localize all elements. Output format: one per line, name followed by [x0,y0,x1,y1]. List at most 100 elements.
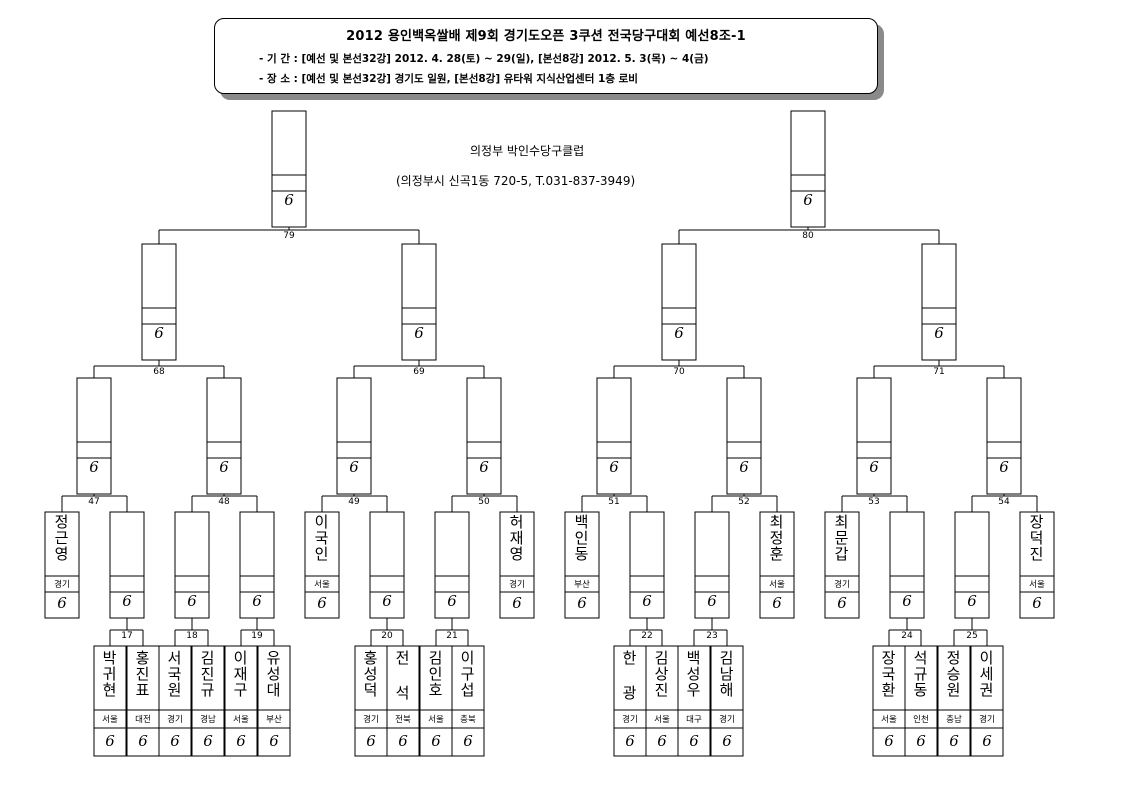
match-number: 69 [413,367,425,377]
score-mark: 6 [982,732,992,750]
match-number: 19 [251,631,263,641]
first-round-player-slot [677,645,711,757]
player-name: 이국인 [312,514,330,562]
first-round-player-slot [645,645,679,757]
score-mark: 6 [902,592,912,610]
match-number: 21 [446,631,458,641]
seeded-player-slot [564,511,600,619]
player-region: 경기 [363,715,379,725]
first-round-player-slot [710,645,744,757]
winner-slot [206,377,242,495]
player-region: 서울 [1029,580,1045,590]
match-number: 71 [933,367,945,377]
score-mark: 6 [398,732,408,750]
player-region: 경기 [167,715,183,725]
first-round-player-slot [872,645,906,757]
match-number: 68 [153,367,165,377]
winner-slot [694,511,730,619]
score-mark: 6 [884,732,894,750]
match-number: 54 [998,497,1010,507]
header-box: 2012 용인백옥쌀배 제9회 경기도오픈 3쿠션 전국당구대회 예선8조-1 … [214,18,878,94]
player-name: 장덕진 [1027,514,1045,562]
match-number: 49 [348,497,360,507]
player-region: 경기 [719,715,735,725]
score-mark: 6 [154,324,164,342]
score-mark: 6 [967,592,977,610]
match-number: 24 [901,631,913,641]
player-name: 박귀현 [100,650,118,698]
first-round-player-slot [386,645,420,757]
score-mark: 6 [414,324,424,342]
seeded-player-slot [304,511,340,619]
seeded-player-slot [1019,511,1055,619]
player-region: 전북 [395,715,411,725]
player-region: 서울 [102,715,118,725]
score-mark: 6 [382,592,392,610]
player-name: 김남해 [717,650,735,698]
seeded-player-slot [44,511,80,619]
player-name: 김진규 [198,650,216,698]
first-round-player-slot [158,645,192,757]
winner-slot [141,243,177,361]
player-region: 서울 [428,715,444,725]
player-region: 경기 [834,580,850,590]
player-region: 부산 [574,580,590,590]
score-mark: 6 [999,458,1009,476]
score-mark: 6 [187,592,197,610]
score-mark: 6 [317,594,327,612]
player-name: 장국환 [879,650,897,698]
player-region: 대구 [686,715,702,725]
player-name: 최정훈 [767,514,785,562]
score-mark: 6 [105,732,115,750]
match-number: 18 [186,631,198,641]
winner-slot [369,511,405,619]
player-region: 경남 [200,715,216,725]
winner-slot [466,377,502,495]
score-mark: 6 [170,732,180,750]
first-round-player-slot [126,645,160,757]
player-region: 서울 [314,580,330,590]
score-mark: 6 [138,732,148,750]
match-number: 22 [641,631,653,641]
player-region: 경기 [509,580,525,590]
player-region: 경기 [54,580,70,590]
player-region: 경기 [979,715,995,725]
player-name: 홍성덕 [361,650,379,698]
tournament-period: - 기 간 : [예선 및 본선32강] 2012. 4. 28(토) ~ 29… [259,53,709,65]
winner-slot [239,511,275,619]
winner-slot [661,243,697,361]
player-name: 허재영 [507,514,525,562]
player-name: 백인동 [572,514,590,562]
player-name: 이재구 [231,650,249,698]
winner-slot [726,377,762,495]
match-number: 53 [868,497,880,507]
winner-slot [76,377,112,495]
player-region: 충남 [946,715,962,725]
score-mark: 6 [934,324,944,342]
first-round-player-slot [904,645,938,757]
score-mark: 6 [512,594,522,612]
player-name: 석규동 [911,650,929,698]
player-name: 김인호 [426,650,444,698]
match-number: 48 [218,497,230,507]
player-name: 최문갑 [832,514,850,562]
first-round-player-slot [354,645,388,757]
score-mark: 6 [479,458,489,476]
player-name: 전 석 [393,650,411,701]
player-region: 인천 [913,715,929,725]
winner-slot [109,511,145,619]
player-name: 김상진 [652,650,670,698]
winner-slot [856,377,892,495]
player-region: 부산 [266,715,282,725]
seeded-player-slot [499,511,535,619]
match-number: 80 [802,231,814,241]
score-mark: 6 [252,592,262,610]
score-mark: 6 [366,732,376,750]
score-mark: 6 [269,732,279,750]
club-name: 의정부 박인수당구클럽 [470,144,585,158]
score-mark: 6 [674,324,684,342]
score-mark: 6 [236,732,246,750]
match-number: 25 [966,631,978,641]
winner-slot [271,110,307,228]
score-mark: 6 [463,732,473,750]
